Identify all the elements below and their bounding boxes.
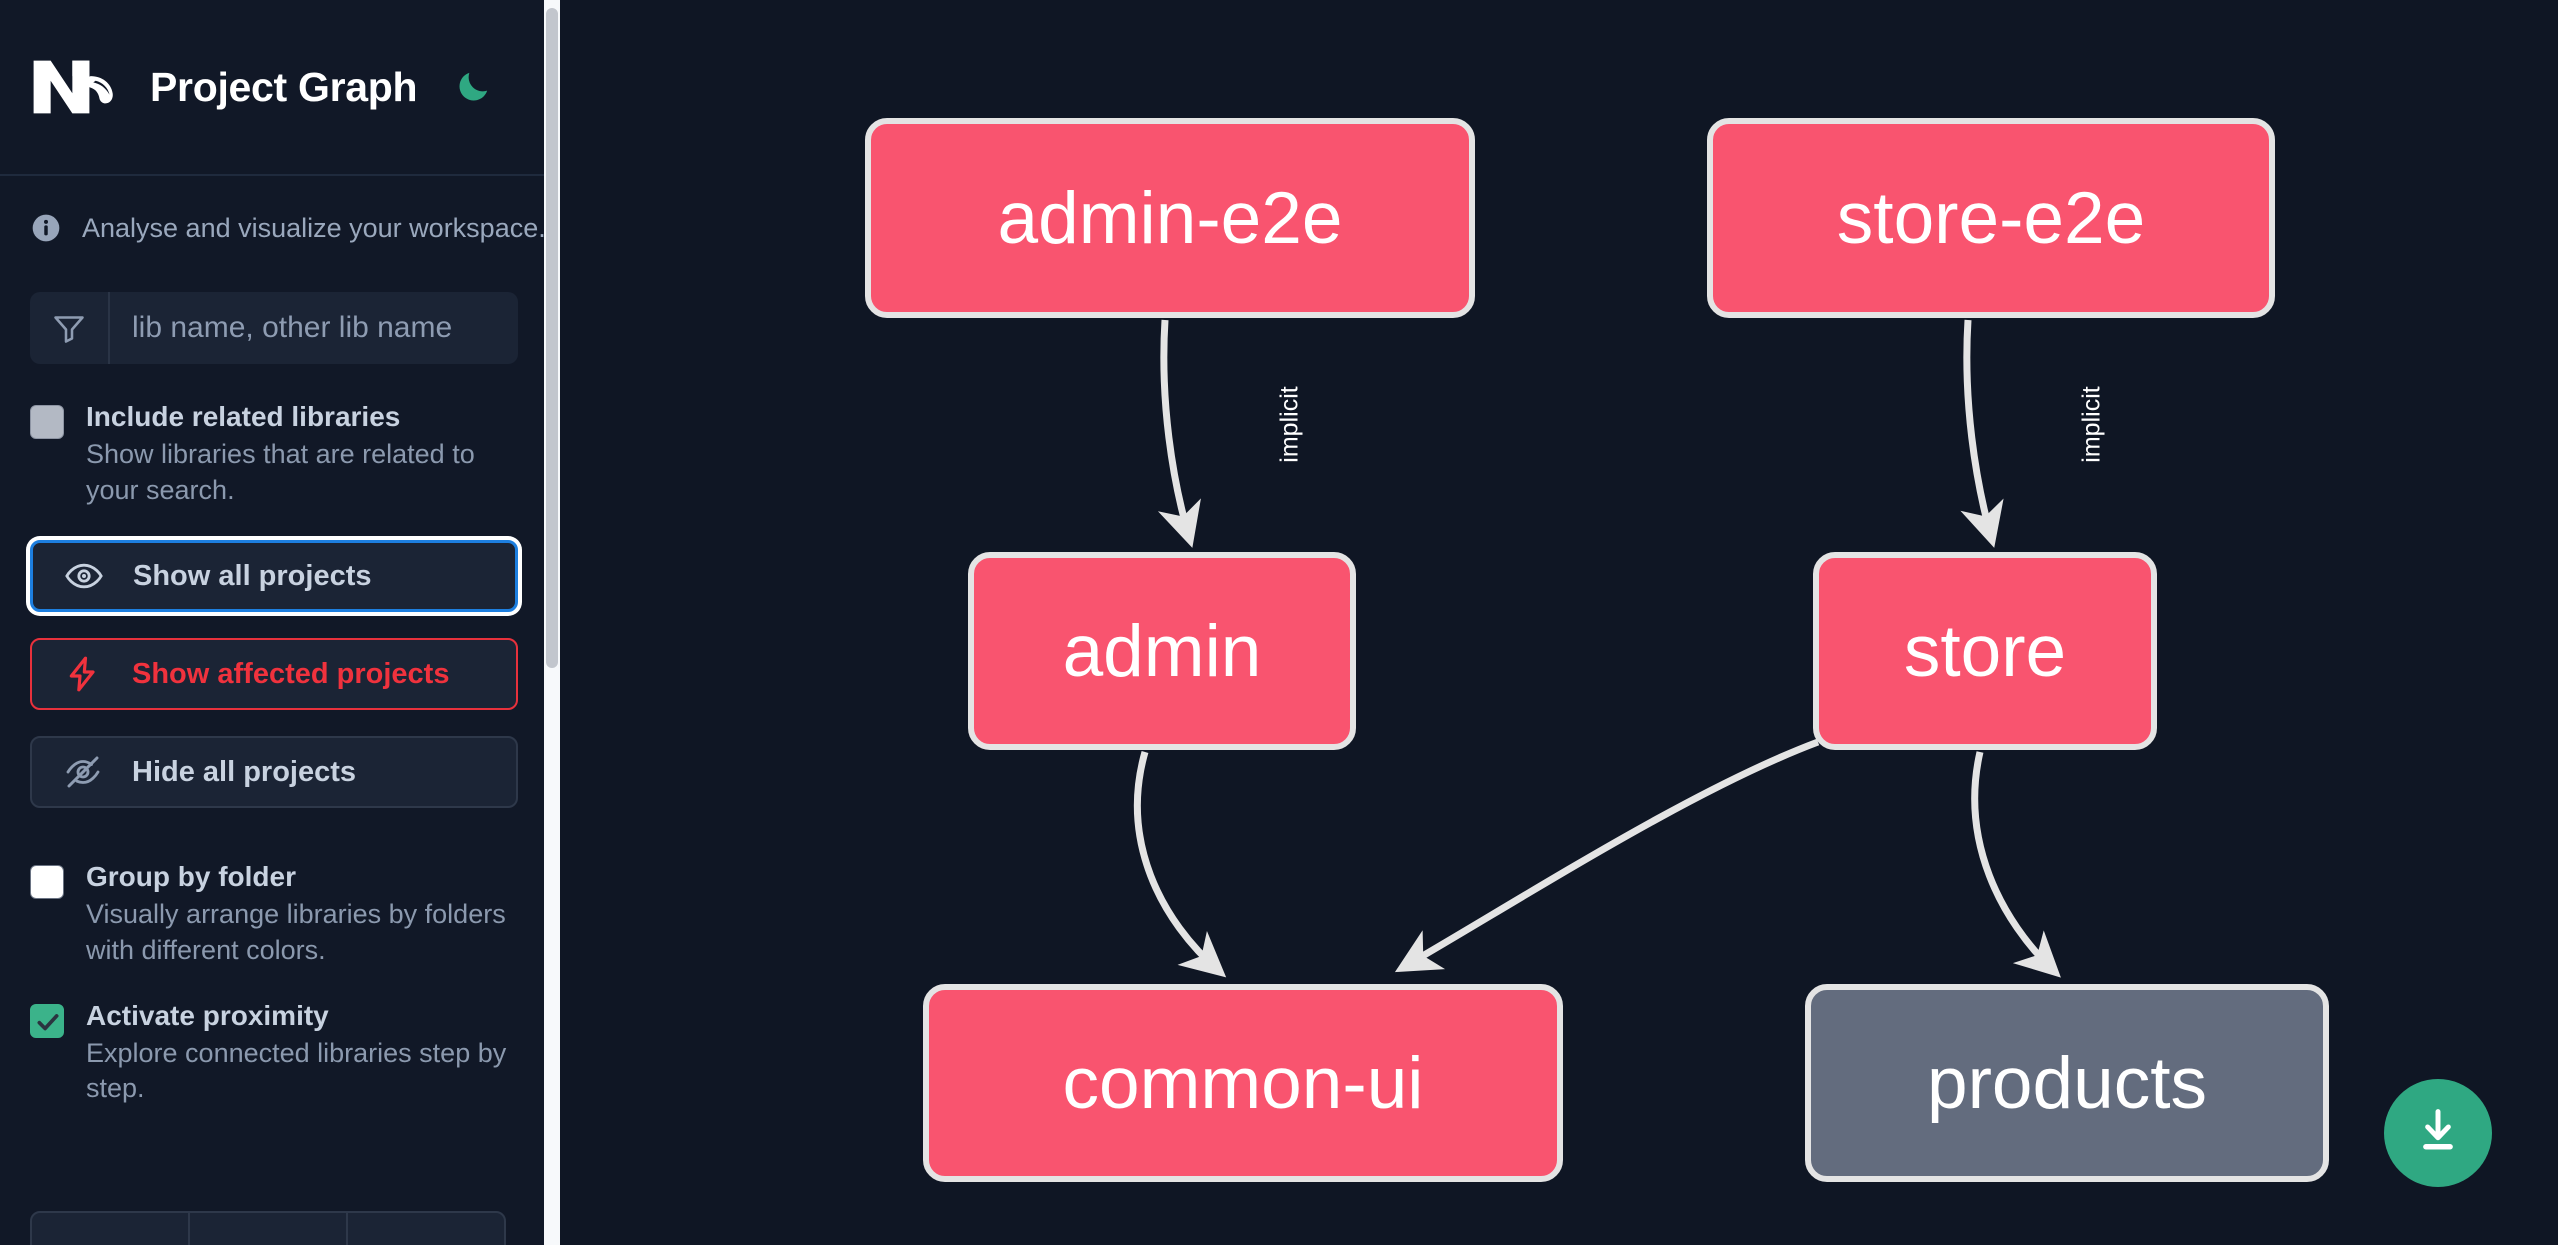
nx-logo-icon — [30, 56, 124, 118]
graph-canvas[interactable]: implicit implicit admin-e2e store-e2e ad… — [560, 0, 2558, 1245]
button-label: Hide all projects — [132, 755, 357, 788]
proximity-step-segmented-control[interactable] — [30, 1211, 506, 1245]
graph-node-admin[interactable]: admin — [968, 552, 1356, 750]
filter-funnel-icon — [30, 292, 110, 364]
proximity-step-option-3[interactable] — [348, 1213, 504, 1245]
node-label: products — [1927, 1042, 2207, 1124]
hide-all-projects-button[interactable]: Hide all projects — [30, 736, 518, 809]
edge-store-to-common-ui — [1394, 738, 1820, 973]
option-include-related-libraries[interactable]: Include related libraries Show libraries… — [30, 400, 518, 508]
option-description: Visually arrange libraries by folders wi… — [86, 899, 506, 965]
sidebar-scrollbar-thumb[interactable] — [546, 8, 558, 668]
edge-label-implicit-admin: implicit — [1275, 386, 1304, 463]
option-description: Show libraries that are related to your … — [86, 439, 475, 505]
sidebar-tagline: Analyse and visualize your workspace. — [0, 176, 548, 244]
option-label: Include related libraries — [86, 401, 401, 432]
option-group-by-folder[interactable]: Group by folder Visually arrange librari… — [30, 860, 518, 968]
download-icon — [2411, 1104, 2465, 1163]
eye-off-icon — [62, 751, 104, 793]
download-graph-button[interactable] — [2384, 1079, 2492, 1187]
lightning-bolt-icon — [62, 653, 104, 695]
page-title: Project Graph — [150, 63, 418, 110]
eye-icon — [63, 555, 105, 597]
show-all-projects-button[interactable]: Show all projects — [30, 540, 518, 613]
node-label: admin-e2e — [997, 177, 1343, 259]
proximity-step-option-1[interactable] — [32, 1213, 190, 1245]
node-label: common-ui — [1062, 1042, 1424, 1124]
graph-node-store-e2e[interactable]: store-e2e — [1707, 118, 2275, 318]
graph-node-store[interactable]: store — [1813, 552, 2157, 750]
sidebar: Project Graph Analyse and visualize your… — [0, 0, 560, 1245]
option-label: Activate proximity — [86, 999, 329, 1031]
search-filter-box[interactable] — [30, 292, 518, 364]
info-circle-icon — [30, 212, 62, 244]
edge-label-implicit-store: implicit — [2077, 386, 2106, 463]
edge-admin-e2e-to-admin — [1157, 319, 1201, 548]
checkbox-include-related-libraries[interactable] — [30, 405, 64, 439]
node-label: store-e2e — [1836, 177, 2146, 259]
edge-store-to-products — [1971, 751, 2061, 978]
option-description: Explore connected libraries step by step… — [86, 1037, 507, 1104]
sidebar-body: Include related libraries Show libraries… — [0, 292, 548, 1245]
node-label: store — [1903, 610, 2067, 692]
option-activate-proximity[interactable]: Activate proximity Explore connected lib… — [30, 999, 518, 1107]
button-label: Show all projects — [133, 559, 372, 592]
node-label: admin — [1062, 610, 1262, 692]
button-label: Show affected projects — [132, 657, 450, 690]
tagline-text: Analyse and visualize your workspace. — [82, 212, 546, 243]
show-affected-projects-button[interactable]: Show affected projects — [30, 638, 518, 711]
edge-admin-to-common-ui — [1134, 751, 1227, 978]
proximity-step-option-2[interactable] — [190, 1213, 348, 1245]
moon-icon[interactable] — [451, 65, 495, 109]
graph-node-admin-e2e[interactable]: admin-e2e — [865, 118, 1475, 318]
checkbox-group-by-folder[interactable] — [30, 865, 64, 900]
sidebar-header: Project Graph — [0, 0, 548, 176]
option-label: Group by folder — [86, 861, 296, 893]
edge-store-e2e-to-store — [1960, 319, 2004, 548]
graph-node-products[interactable]: products — [1805, 984, 2329, 1182]
sidebar-scrollbar-track[interactable] — [544, 0, 560, 1245]
checkbox-activate-proximity[interactable] — [30, 1003, 64, 1038]
graph-node-common-ui[interactable]: common-ui — [923, 984, 1563, 1182]
search-input[interactable] — [110, 292, 518, 364]
